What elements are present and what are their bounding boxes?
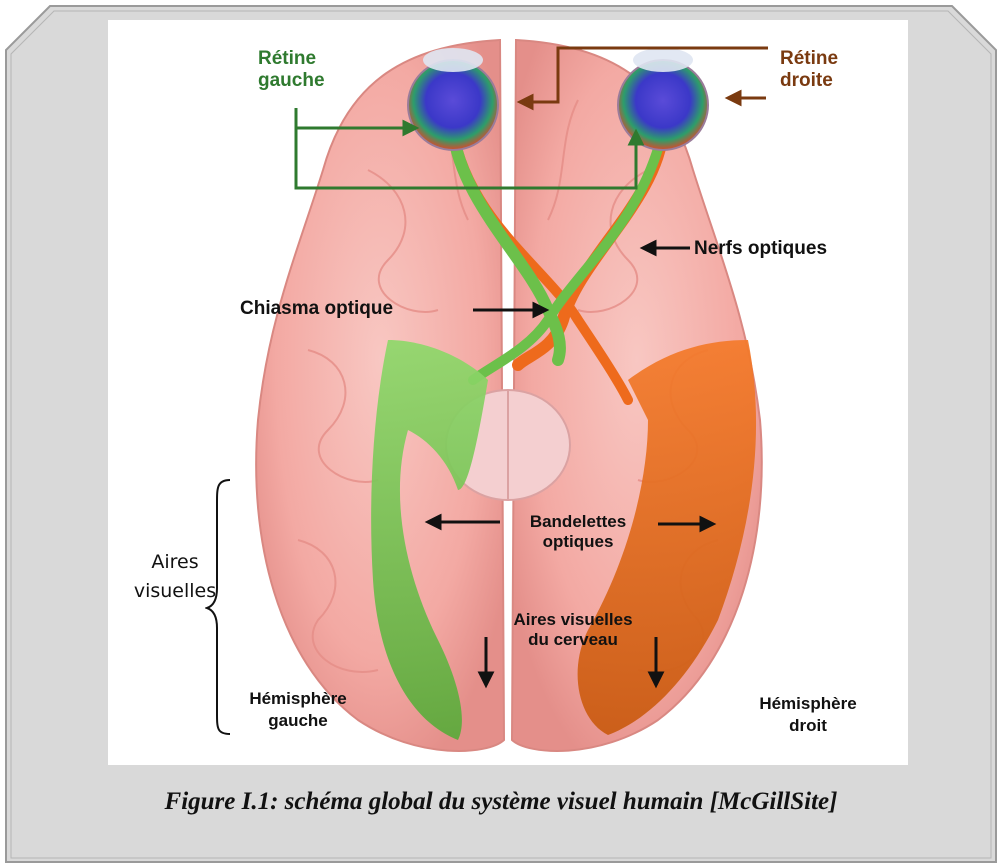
optic-tracts-label: Bandelettes optiques [503, 512, 653, 552]
right-hemisphere-label: Hémisphère droit [748, 693, 868, 737]
visual-areas-side-label: Aires visuelles [130, 548, 220, 606]
retina-left-label: Rétine gauche [258, 48, 325, 92]
left-hemisphere-label: Hémisphère gauche [238, 688, 358, 732]
visual-areas-bracket [205, 478, 235, 738]
left-eye [408, 60, 498, 150]
right-eye [618, 60, 708, 150]
visual-areas-brain-label: Aires visuelles du cerveau [483, 610, 663, 650]
optic-chiasm-label: Chiasma optique [240, 298, 393, 320]
figure-caption: Figure I.1: schéma global du système vis… [0, 788, 1002, 816]
retina-right-label: Rétine droite [780, 48, 838, 92]
optic-nerves-label: Nerfs optiques [694, 238, 827, 260]
